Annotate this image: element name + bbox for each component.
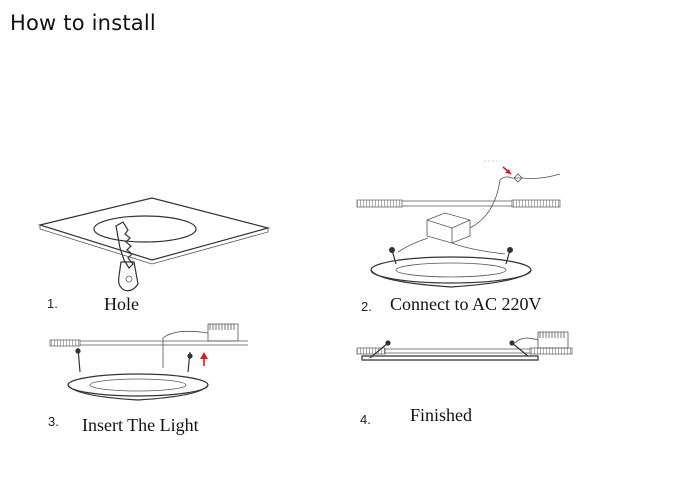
- lamp-inner-ring-3: [89, 378, 187, 392]
- step-4-number: 4.: [360, 412, 371, 427]
- led-driver-box: [426, 212, 471, 244]
- ceiling-left-hatch-3: [49, 339, 81, 347]
- saw-blade: [115, 221, 134, 269]
- power-wire: [469, 176, 513, 229]
- installed-lamp-panel: [361, 355, 539, 361]
- wire-connector: [513, 173, 523, 183]
- step-3-illustration: [49, 323, 248, 401]
- wire-3: [162, 330, 209, 368]
- step-4-illustration: [356, 331, 573, 361]
- clip-right-head-3: [187, 353, 193, 359]
- red-arrow-head: [505, 169, 511, 174]
- ceiling-left-hatch-4: [356, 347, 386, 355]
- saw-handle-hole: [125, 275, 133, 283]
- driver-vent-lines-4: [539, 332, 565, 338]
- clip-left-head-3: [75, 348, 81, 354]
- driver-box-4: [537, 331, 569, 349]
- clip-left-head: [389, 247, 395, 253]
- ceiling-right-hatch: [511, 199, 561, 208]
- step-3-caption: Insert The Light: [82, 415, 199, 435]
- clip-right-head: [507, 247, 513, 253]
- page-title: How to install: [10, 11, 156, 35]
- step-2-caption: Connect to AC 220V: [390, 294, 542, 314]
- driver-leads: [397, 237, 506, 255]
- step-2-number: 2.: [361, 299, 372, 314]
- step-4-caption: Finished: [410, 405, 472, 425]
- step-2-illustration: [356, 160, 561, 288]
- lamp-outer-ring-3: [67, 373, 209, 397]
- lamp-rim-3: [67, 384, 209, 401]
- lamp-inner-ring: [395, 262, 507, 278]
- wire-4: [514, 337, 539, 344]
- ceiling-board-edge: [39, 225, 269, 265]
- lamp-rim: [370, 269, 532, 288]
- ceiling-left-hatch: [356, 199, 403, 208]
- step-1-caption: Hole: [104, 294, 139, 314]
- driver-vent-lines: [209, 324, 235, 330]
- step-3-number: 3.: [48, 414, 59, 429]
- up-arrow-head: [200, 352, 208, 359]
- cut-hole: [93, 215, 197, 243]
- saw-handle: [117, 261, 139, 292]
- spring-clips-3: [77, 347, 191, 373]
- clip-left-head-4: [385, 340, 391, 346]
- ceiling-board: [37, 197, 271, 261]
- step-1-illustration: [37, 197, 271, 292]
- driver-box-3: [207, 323, 239, 342]
- ceiling-right-hatch-4: [529, 347, 573, 355]
- step-1-number: 1.: [47, 296, 58, 311]
- clip-right-head-4: [509, 340, 515, 346]
